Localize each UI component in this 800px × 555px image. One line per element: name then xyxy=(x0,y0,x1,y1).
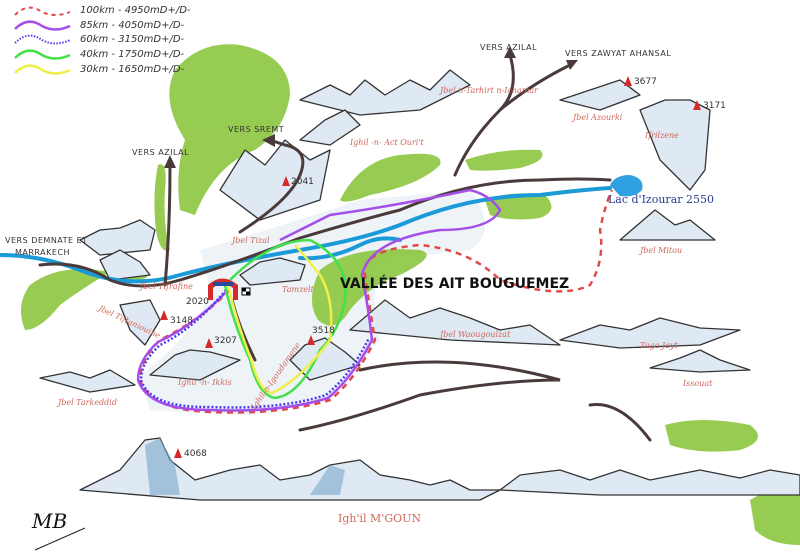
label-vers-azilal-top: VERS AZILAL xyxy=(480,43,537,52)
label-tarkeddid: Jbel Tarkeddid xyxy=(56,398,117,407)
road-south-loop xyxy=(298,360,561,432)
label-vers-demnate: VERS DEMNATE ET xyxy=(5,236,88,245)
label-tizal: Jbel Tizal xyxy=(230,236,270,245)
route-30km xyxy=(226,244,333,395)
legend-label-30km: 30km - 1650mD+/D- xyxy=(80,64,185,75)
forest-east xyxy=(485,193,552,220)
direction-arrows xyxy=(164,46,578,168)
lake-izourar xyxy=(610,175,643,197)
altitude-3207: 3207 xyxy=(214,336,237,346)
label-vers-zawyat: VERS ZAWYAT AHANSAL xyxy=(565,49,671,58)
label-azourki: Jbel Azourki xyxy=(571,113,623,122)
legend-line-30km xyxy=(14,64,71,75)
legend-label-60km: 60km - 3150mD+/D- xyxy=(80,34,185,45)
label-mitou: Jbel Mitou xyxy=(638,246,682,255)
label-vers-srempt: VERS SREMT xyxy=(228,125,284,134)
road-se xyxy=(588,402,652,442)
legend-line-85km xyxy=(14,20,71,31)
altitude-3518: 3518 xyxy=(312,326,335,336)
roads xyxy=(38,53,652,442)
legend-label-100km: 100km - 4950mD+/D- xyxy=(80,5,191,16)
legend-line-60km xyxy=(14,34,71,45)
road-zawyat xyxy=(498,63,572,112)
forest-ouri xyxy=(340,153,441,202)
label-ifrilzene: Ifrilzene xyxy=(644,131,679,140)
forest-balloon xyxy=(169,44,290,216)
legend: 100km - 4950mD+/D- 85km - 4050mD+/D- 60k… xyxy=(14,5,191,75)
peak-markers xyxy=(160,76,701,458)
legend-label-85km: 85km - 4050mD+/D- xyxy=(80,20,185,31)
legend-line-100km xyxy=(14,6,71,16)
forest-se2 xyxy=(750,488,800,545)
river-branch xyxy=(298,236,402,261)
forest-se xyxy=(665,420,758,452)
label-lac-izourar: Lac d'Izourar 2550 xyxy=(608,193,714,206)
altitude-3148: 3148 xyxy=(170,316,193,326)
signature-text: MB xyxy=(31,509,67,533)
label-ikkis: Ighil -n- Ikkis xyxy=(177,378,232,387)
label-tamzelt: Tamzelt xyxy=(282,285,315,294)
forest-strip xyxy=(154,164,170,251)
forest-left xyxy=(21,268,110,330)
altitude-3677: 3677 xyxy=(634,77,657,87)
label-vers-azilal-left: VERS AZILAL xyxy=(132,148,189,157)
road-main xyxy=(38,177,612,288)
road-azilal-left xyxy=(163,163,172,287)
label-issouat: Issouat xyxy=(682,379,713,388)
start-finish-arch xyxy=(208,278,251,300)
label-vallee-ait-bouguemez: VALLÉE DES AIT BOUGUEMEZ xyxy=(340,275,569,292)
route-100km xyxy=(138,189,614,414)
label-marrakech: MARRAKECH xyxy=(15,248,70,257)
label-act-ouri: Ighil -n- Act Ouri't xyxy=(349,138,425,147)
altitude-3171: 3171 xyxy=(703,101,726,111)
forest-north xyxy=(465,149,543,171)
label-tagajayt: Taga Jayt xyxy=(640,341,678,350)
altitude-2020: 2020 xyxy=(186,297,209,307)
label-tirhirt: Jbel n-Tarhirt n-Ichamar xyxy=(438,86,539,95)
route-85km xyxy=(136,188,502,412)
legend-line-40km xyxy=(14,49,71,60)
trail-routes xyxy=(136,188,614,414)
altitude-4068: 4068 xyxy=(184,449,207,459)
road-srempt xyxy=(238,138,305,234)
signature: MB xyxy=(31,509,86,551)
label-mgoun: Igh'il M'GOUN xyxy=(338,512,421,525)
label-tifrafine: Jbel Tifrafine xyxy=(138,282,193,291)
altitude-2041: 2041 xyxy=(291,177,314,187)
label-waougoulzat: Jbel Waougoulzat xyxy=(438,330,511,339)
legend-label-40km: 40km - 1750mD+/D- xyxy=(80,49,185,60)
